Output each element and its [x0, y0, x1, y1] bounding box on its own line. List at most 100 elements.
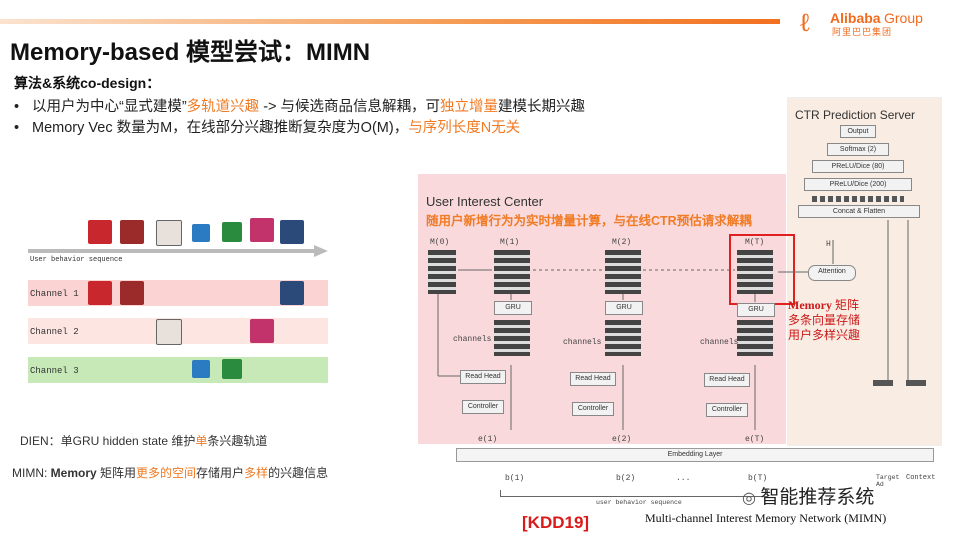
- user-interest-center-panel: [418, 174, 786, 444]
- channel-1-band: [28, 280, 328, 306]
- milk-powder-thumbnail: [222, 222, 242, 242]
- memory-annotation: Memory 矩阵 多条向量存储 用户多样兴趣: [788, 298, 860, 343]
- memory-label-0: M(0): [430, 238, 450, 247]
- channel-states-1: [494, 320, 530, 356]
- channel-states-2: [605, 320, 641, 356]
- bullet-2-highlight: 与序列长度N无关: [408, 120, 521, 136]
- channel-3-label: Channel 3: [30, 366, 79, 376]
- milk-powder-thumbnail: [192, 224, 210, 242]
- logo-text: Alibaba: [830, 10, 881, 26]
- memory-matrix-t: [737, 250, 773, 294]
- mimn-caption-bold: Memory: [50, 466, 97, 480]
- h-prime-label: H': [826, 240, 836, 249]
- mimn-caption-text-mid2: 存储用户: [196, 466, 245, 480]
- read-head-t: Read Head: [704, 373, 750, 387]
- controller-t: Controller: [706, 403, 748, 417]
- controller-2: Controller: [572, 402, 614, 416]
- sequence-label: User behavior sequence: [30, 256, 123, 264]
- bullet-1: •以用户为中心“显式建模”多轨道兴趣 -> 与候选商品信息解耦，可独立增量建模长…: [14, 95, 585, 116]
- logo-subtext: 阿里巴巴集团: [832, 27, 893, 37]
- uic-subtitle: 随用户新增行为为实时增量计算，与在线CTR预估请求解耦: [426, 214, 752, 228]
- slide-title: Memory-based 模型尝试：MIMN: [10, 39, 371, 66]
- mimn-caption-highlight: 更多的空间: [136, 466, 197, 480]
- paper-caption: Multi-channel Interest Memory Network (M…: [645, 511, 887, 525]
- memory-matrix-0: [428, 250, 456, 294]
- ctr-layer-concat: Concat & Flatten: [798, 205, 920, 218]
- event-label-1: e(1): [478, 435, 498, 444]
- event-label-2: e(2): [612, 435, 632, 444]
- ctr-layer-softmax: Softmax (2): [827, 143, 889, 156]
- mimn-caption: MIMN: Memory 矩阵用更多的空间存储用户多样的兴趣信息: [12, 464, 328, 481]
- behavior-b1: b(1): [505, 474, 525, 483]
- gru-box-2: GRU: [605, 301, 643, 315]
- channel-3-band: [28, 357, 328, 383]
- dress-thumbnail: [120, 220, 144, 244]
- jeans-thumbnail: [280, 281, 304, 305]
- dien-caption-highlight: 单: [195, 434, 208, 448]
- uic-title: User Interest Center: [426, 194, 544, 209]
- wechat-name: 智能推荐系统: [760, 487, 875, 508]
- bullet-dot: •: [14, 99, 20, 115]
- section-subtitle: 算法&系统co-design：: [14, 75, 161, 91]
- channel-states-t: [737, 320, 773, 356]
- bullet-1-text: 以用户为中心“显式建模”: [32, 99, 187, 115]
- controller-1: Controller: [462, 400, 504, 414]
- memory-label-1: M(1): [500, 238, 520, 247]
- embedding-layer: Embedding Layer: [456, 448, 934, 462]
- mimn-caption-text-end: 的兴趣信息: [268, 466, 329, 480]
- behavior-sequence-label: user behavior sequence: [596, 499, 682, 506]
- context-label: Context: [906, 474, 936, 482]
- kdd-label: [KDD19]: [522, 513, 590, 532]
- alibaba-logo-icon: ℓ: [800, 8, 810, 38]
- bullet-1-text-mid: -> 与候选商品信息解耦，可: [259, 99, 441, 115]
- event-label-t: e(T): [745, 435, 765, 444]
- wechat-watermark: ◎ 智能推荐系统: [742, 482, 874, 509]
- memory-label-2: M(2): [612, 238, 632, 247]
- logo-group: Group: [884, 10, 923, 26]
- wechat-icon: ◎: [742, 490, 761, 507]
- mimn-caption-text-mid: 矩阵用: [96, 466, 137, 480]
- ctr-layer-prelu-80: PReLU/Dice (80): [812, 160, 904, 173]
- memory-annotation-line2: 多条向量存储: [788, 313, 861, 327]
- top-accent-bar: [0, 19, 780, 24]
- stroller-thumbnail: [156, 319, 182, 345]
- channels-label: channels: [700, 338, 739, 347]
- read-head-1: Read Head: [460, 370, 506, 384]
- attention-box: Attention: [808, 265, 856, 281]
- dress-thumbnail: [88, 281, 112, 305]
- milk-powder-thumbnail: [192, 360, 210, 378]
- channels-label: channels: [563, 338, 602, 347]
- behavior-ellipsis: ...: [676, 474, 691, 483]
- bullet-dot: •: [14, 120, 20, 136]
- memory-label-t: M(T): [745, 238, 765, 247]
- bullet-1-text-end: 建模长期兴趣: [498, 99, 586, 115]
- channels-label: channels: [453, 335, 492, 344]
- bullet-1-highlight-2: 独立增量: [440, 99, 499, 115]
- dress-thumbnail: [120, 281, 144, 305]
- dien-caption-text-end: 条兴趣轨道: [207, 434, 268, 448]
- jeans-thumbnail: [280, 220, 304, 244]
- memory-matrix-1: [494, 250, 530, 294]
- bullet-2-text: Memory Vec 数量为M，在线部分兴趣推断复杂度为O(M)，: [32, 120, 409, 136]
- milk-powder-thumbnail: [222, 359, 242, 379]
- bullet-2: • Memory Vec 数量为M，在线部分兴趣推断复杂度为O(M)，与序列长度N…: [14, 116, 520, 137]
- stroller-thumbnail: [250, 218, 274, 242]
- channels-figure: User behavior sequence Channel 1 Channel…: [0, 200, 340, 400]
- memory-annotation-line3: 用户多样兴趣: [788, 328, 861, 342]
- concat-vector: [812, 196, 904, 202]
- behavior-b2: b(2): [616, 474, 636, 483]
- read-head-2: Read Head: [570, 372, 616, 386]
- behavior-sequence-brace: [500, 490, 768, 497]
- alibaba-logo: ℓ Alibaba Group 阿里巴巴集团: [800, 6, 950, 38]
- ctr-layer-prelu-200: PReLU/Dice (200): [804, 178, 912, 191]
- ctr-layer-output: Output: [840, 125, 876, 138]
- sequence-arrow: [28, 245, 328, 257]
- channel-2-label: Channel 2: [30, 327, 79, 337]
- ctr-title: CTR Prediction Server: [795, 108, 916, 122]
- diagram-connectors: [437, 220, 926, 430]
- gru-box-1: GRU: [494, 301, 532, 315]
- memory-matrix-2: [605, 250, 641, 294]
- target-ad-label: Target Ad: [876, 474, 900, 488]
- memory-annotation-line1: 矩阵: [831, 298, 859, 312]
- behavior-bt: b(T): [748, 474, 768, 483]
